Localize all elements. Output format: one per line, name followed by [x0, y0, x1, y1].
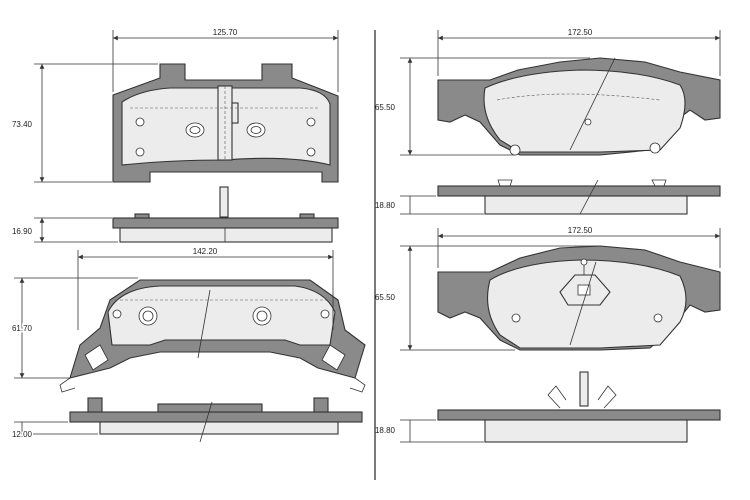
pad4-width-dimension: 172.50	[437, 226, 721, 268]
pad3-side-view	[437, 179, 721, 215]
pad1-height-dimension: 73.40	[12, 63, 158, 183]
pad1-thickness-dimension: 16.90	[12, 217, 118, 243]
pad2-front-view	[59, 279, 366, 393]
pad2-thickness-dimension: 12.00	[10, 421, 98, 441]
pad2-height-dimension: 61.70	[10, 277, 138, 379]
pad2-thickness-label: 12.00	[12, 430, 33, 439]
pad1-width-dimension: 125.70	[112, 28, 339, 92]
pad3-width-dimension: 172.50	[437, 28, 721, 76]
pad2-height-label: 61.70	[12, 324, 33, 333]
pad4-front-view	[437, 245, 721, 351]
pad4-height-dimension: 65.50	[375, 245, 598, 351]
pad3-height-label: 65.50	[375, 103, 396, 112]
pad2-width-label: 142.20	[193, 247, 218, 256]
pad2-side-view	[69, 397, 363, 443]
pad4-thickness-label: 18.80	[375, 426, 396, 435]
pad1-front-view	[112, 63, 339, 183]
pad3-height-dimension: 65.50	[375, 57, 590, 156]
pad3-width-label: 172.50	[568, 28, 593, 37]
pad1-width-label: 125.70	[213, 28, 238, 37]
pad2-width-dimension: 142.20	[77, 247, 334, 330]
pad1-height-label: 73.40	[12, 120, 33, 129]
pad4-side-view	[437, 371, 721, 443]
pad1-thickness-label: 16.90	[12, 227, 33, 236]
pad4-width-label: 172.50	[568, 226, 593, 235]
pad4-thickness-dimension: 18.80	[375, 419, 484, 443]
pad3-thickness-label: 18.80	[375, 201, 396, 210]
pad3-thickness-dimension: 18.80	[375, 195, 484, 215]
pad4-height-label: 65.50	[375, 293, 396, 302]
pad3-front-view	[437, 57, 721, 156]
pad1-side-view	[112, 186, 339, 243]
